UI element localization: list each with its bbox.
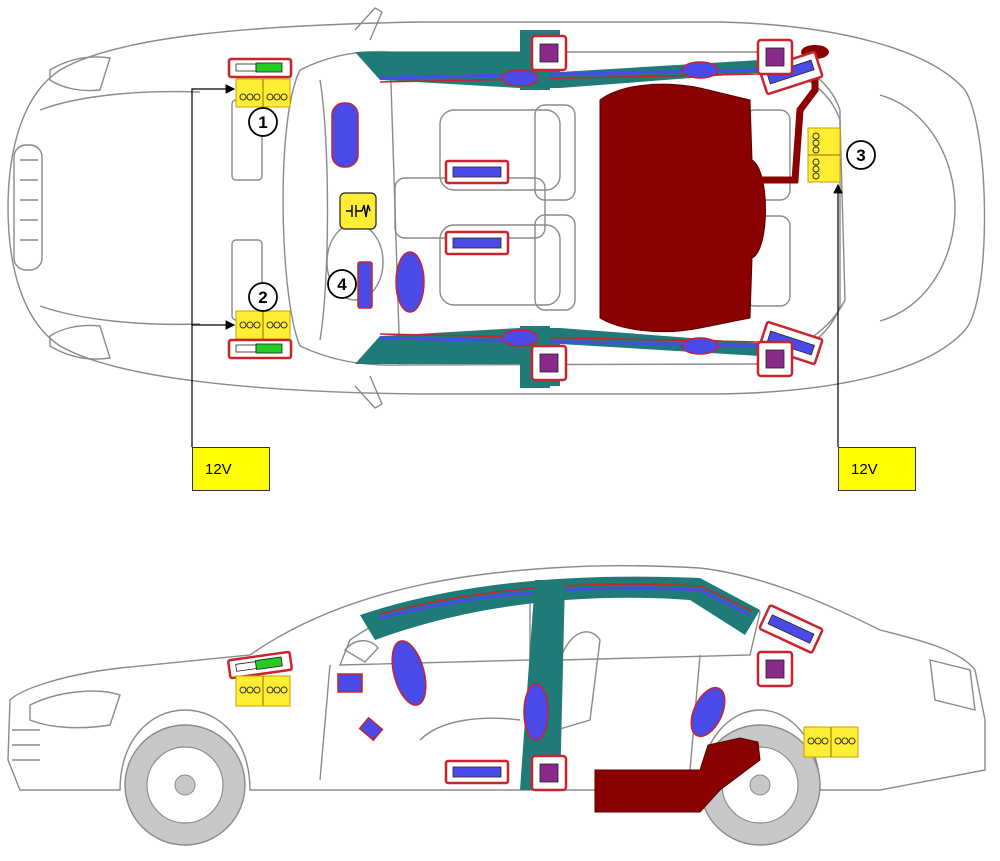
- battery-front-left: [235, 78, 291, 108]
- voltage-label-rear: 12V: [838, 447, 916, 491]
- battery-side-front: [235, 675, 291, 707]
- belt-tensioners-side: [444, 604, 824, 785]
- svg-text:2: 2: [258, 288, 267, 307]
- leader-lines: [191, 84, 843, 447]
- fuel-tank-top: [599, 83, 766, 333]
- connector-side: [227, 650, 293, 680]
- battery-side-rear: [803, 726, 859, 758]
- battery-front-right: [235, 310, 291, 340]
- voltage-text-rear: 12V: [851, 461, 878, 478]
- airbags-top: [331, 61, 719, 355]
- connectors-top: [227, 57, 293, 360]
- sensors-top: [530, 34, 794, 382]
- airbags-side: [337, 640, 726, 742]
- svg-text:4: 4: [337, 275, 347, 294]
- svg-text:1: 1: [258, 113, 267, 132]
- fuel-tank-side: [594, 737, 761, 813]
- callout-2: 2: [248, 282, 278, 312]
- sensors-side: [530, 650, 794, 792]
- svg-text:3: 3: [856, 146, 865, 165]
- callout-3: 3: [846, 140, 876, 170]
- control-unit-icon: [339, 192, 377, 230]
- voltage-text-front: 12V: [205, 461, 232, 478]
- callout-4: 4: [327, 269, 357, 299]
- callout-1: 1: [248, 107, 278, 137]
- voltage-label-front: 12V: [192, 447, 270, 491]
- battery-rear: [807, 127, 841, 183]
